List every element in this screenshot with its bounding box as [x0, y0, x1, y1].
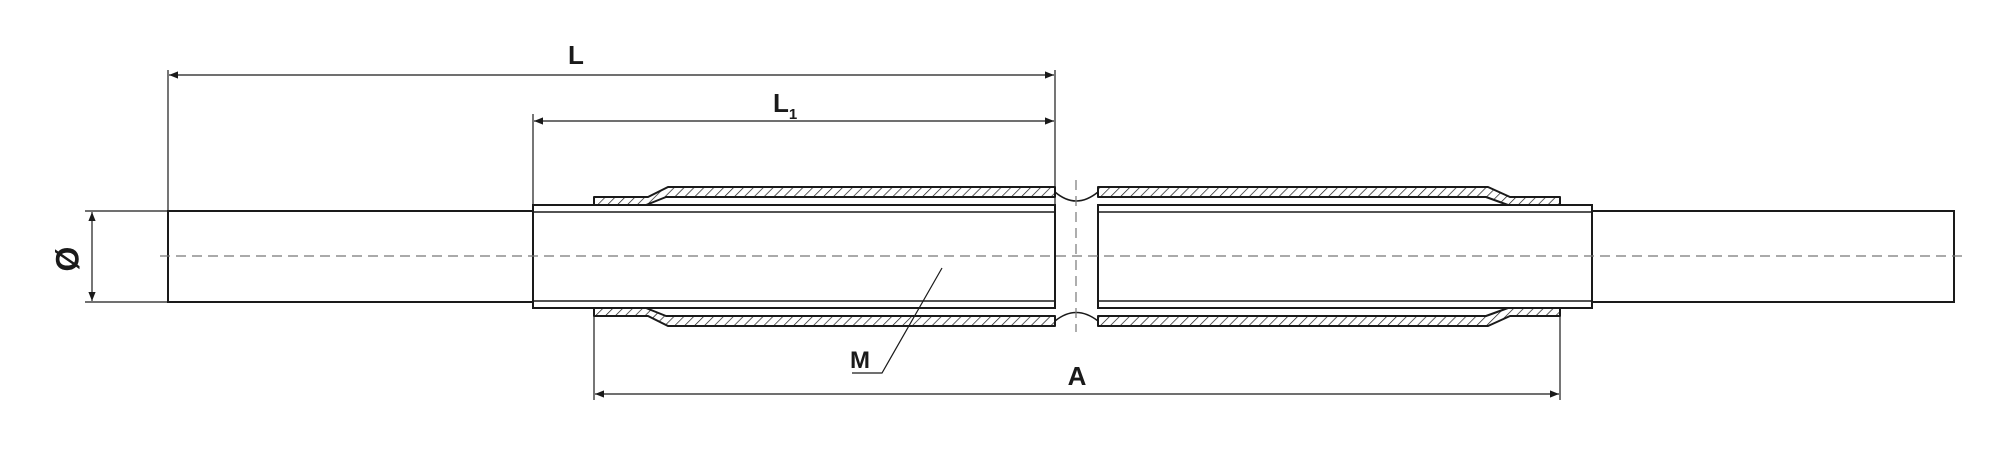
left-rod [167, 210, 534, 303]
thread-leader-line [852, 267, 943, 374]
right-rod [1591, 210, 1955, 303]
dim-l1-label: L1 [773, 88, 797, 123]
body-section-top-right [1097, 186, 1561, 206]
body-section-top-left [593, 186, 1056, 206]
body-section-bottom-right [1097, 307, 1561, 327]
thread-m-label: M [850, 347, 870, 374]
dim-l-label: L [568, 40, 584, 70]
dim-diameter-label: Ø [49, 247, 85, 272]
body-section-bottom-left [593, 307, 1056, 327]
dim-a-label: A [1068, 361, 1087, 391]
